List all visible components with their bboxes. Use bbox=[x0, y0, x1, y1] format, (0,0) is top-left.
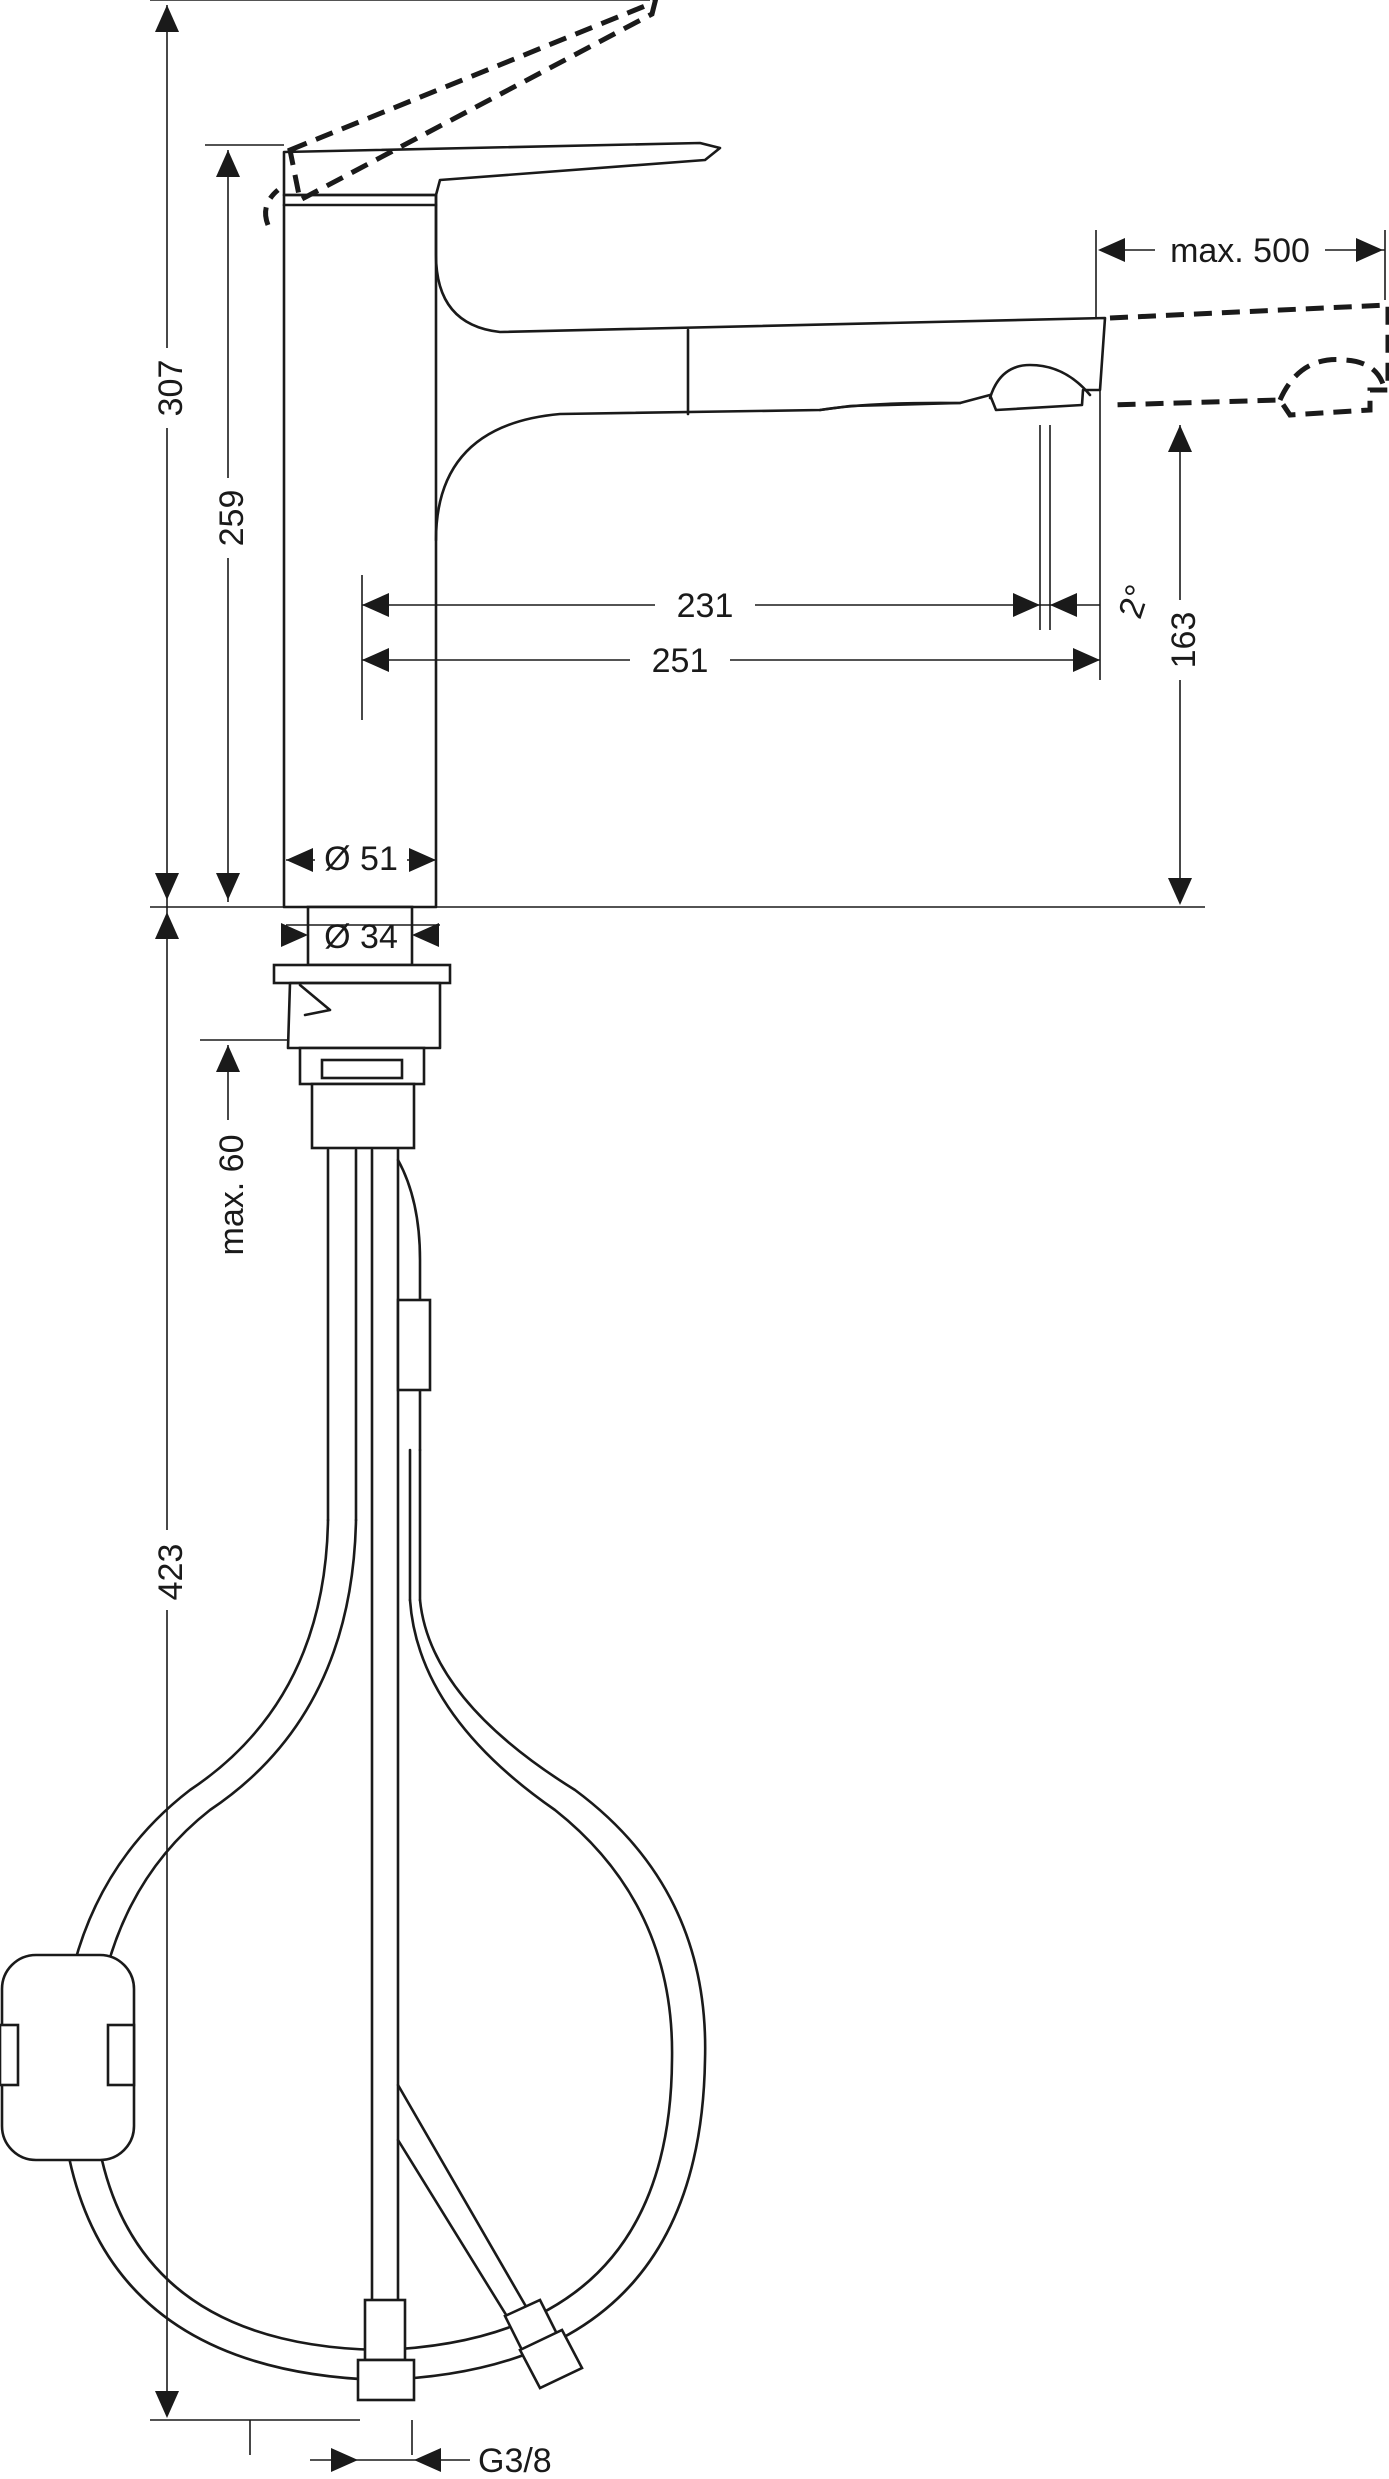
lever-open-position bbox=[287, 0, 659, 204]
dim-below-deck-length: 423 bbox=[152, 1544, 190, 1601]
dim-spout-clearance: 163 bbox=[1165, 612, 1203, 669]
dim-spout-reach-total: 251 bbox=[652, 642, 709, 680]
faucet-body bbox=[263, 0, 1389, 909]
dim-spout-reach-outlet: 231 bbox=[677, 587, 734, 625]
lever-handle bbox=[282, 141, 722, 197]
dim-connection-thread: G3/8 bbox=[478, 2442, 552, 2479]
spout-outline bbox=[434, 193, 1107, 542]
hose-loop-inner bbox=[90, 1518, 674, 2352]
dim-body-diameter: Ø 51 bbox=[324, 840, 398, 878]
pullout-spray-dashed bbox=[1109, 302, 1389, 418]
hoses bbox=[0, 1148, 707, 2402]
mounting-nut bbox=[286, 981, 442, 1050]
dim-lever-height: 259 bbox=[213, 490, 251, 547]
dimension-lines bbox=[150, 0, 1386, 2472]
dim-shank-diameter: Ø 34 bbox=[324, 918, 398, 956]
dim-max-deck-thickness: max. 60 bbox=[213, 1135, 251, 1256]
spray-head-detail bbox=[818, 401, 962, 412]
hose-adapter bbox=[310, 1082, 416, 1150]
hose-loop-outer bbox=[58, 1518, 707, 2382]
faucet-column bbox=[282, 193, 438, 909]
dim-overall-height: 307 bbox=[152, 360, 190, 417]
dimension-labels: 307 259 163 231 251 2° max. 500 Ø 51 Ø 3… bbox=[145, 228, 1325, 2479]
dim-spout-tilt: 2° bbox=[1111, 580, 1157, 623]
shank bbox=[306, 905, 414, 967]
connector-cold bbox=[356, 2358, 416, 2402]
hose-clip bbox=[396, 1298, 432, 1392]
aerator-arc bbox=[988, 363, 1092, 400]
dim-pullout-length: max. 500 bbox=[1170, 232, 1310, 270]
connector-hot bbox=[518, 2328, 584, 2390]
mounting-plate bbox=[272, 963, 452, 985]
mounting-hardware bbox=[272, 905, 452, 1150]
